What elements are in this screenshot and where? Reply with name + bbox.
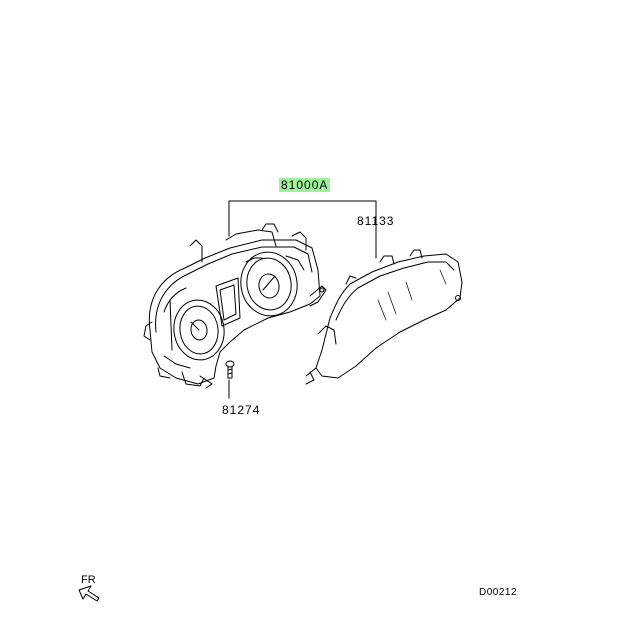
orientation-label: FR <box>81 574 96 586</box>
screw-part <box>225 360 235 379</box>
diagram-code: D00212 <box>479 587 518 598</box>
meter-assembly <box>143 223 327 389</box>
part-label-cover: 81133 <box>357 214 395 228</box>
leader-lines <box>228 200 377 399</box>
meter-cover <box>305 249 463 385</box>
part-label-assembly: 81000A <box>279 178 331 192</box>
fr-arrow-icon <box>78 585 100 602</box>
part-label-screw: 81274 <box>222 403 261 417</box>
